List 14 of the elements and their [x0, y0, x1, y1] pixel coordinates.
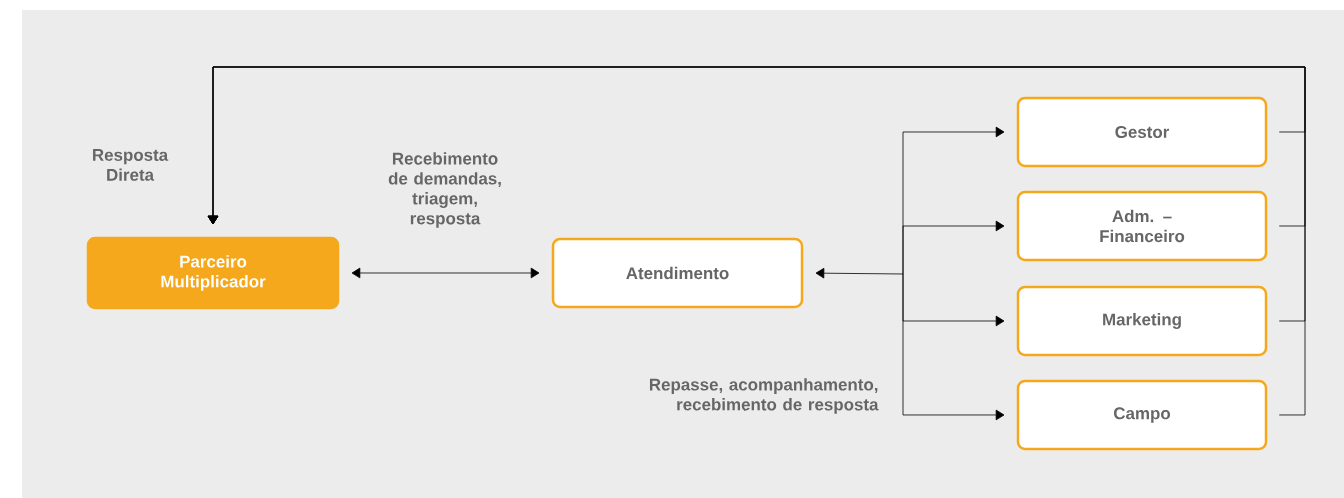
connector-arrow — [815, 267, 904, 279]
highlight-box: Parceiro Multiplicador — [86, 236, 340, 310]
process-box: Marketing — [1016, 285, 1268, 357]
process-box: Campo — [1016, 379, 1268, 451]
edge-label: Repasse, acompanhamento, recebimento de resposta — [649, 378, 879, 414]
process-box: Adm. – Financeiro — [1016, 190, 1268, 262]
connector-arrow — [351, 267, 540, 279]
process-box: Gestor — [1016, 96, 1268, 168]
connector-arrow — [902, 220, 1005, 275]
connector-arrow — [207, 66, 1306, 416]
connector-arrow — [902, 273, 1005, 421]
process-box: Atendimento — [551, 237, 804, 309]
edge-label: Recebimento de demandas, triagem, resposta — [388, 152, 501, 228]
edge-label: Resposta Direta — [93, 149, 169, 181]
